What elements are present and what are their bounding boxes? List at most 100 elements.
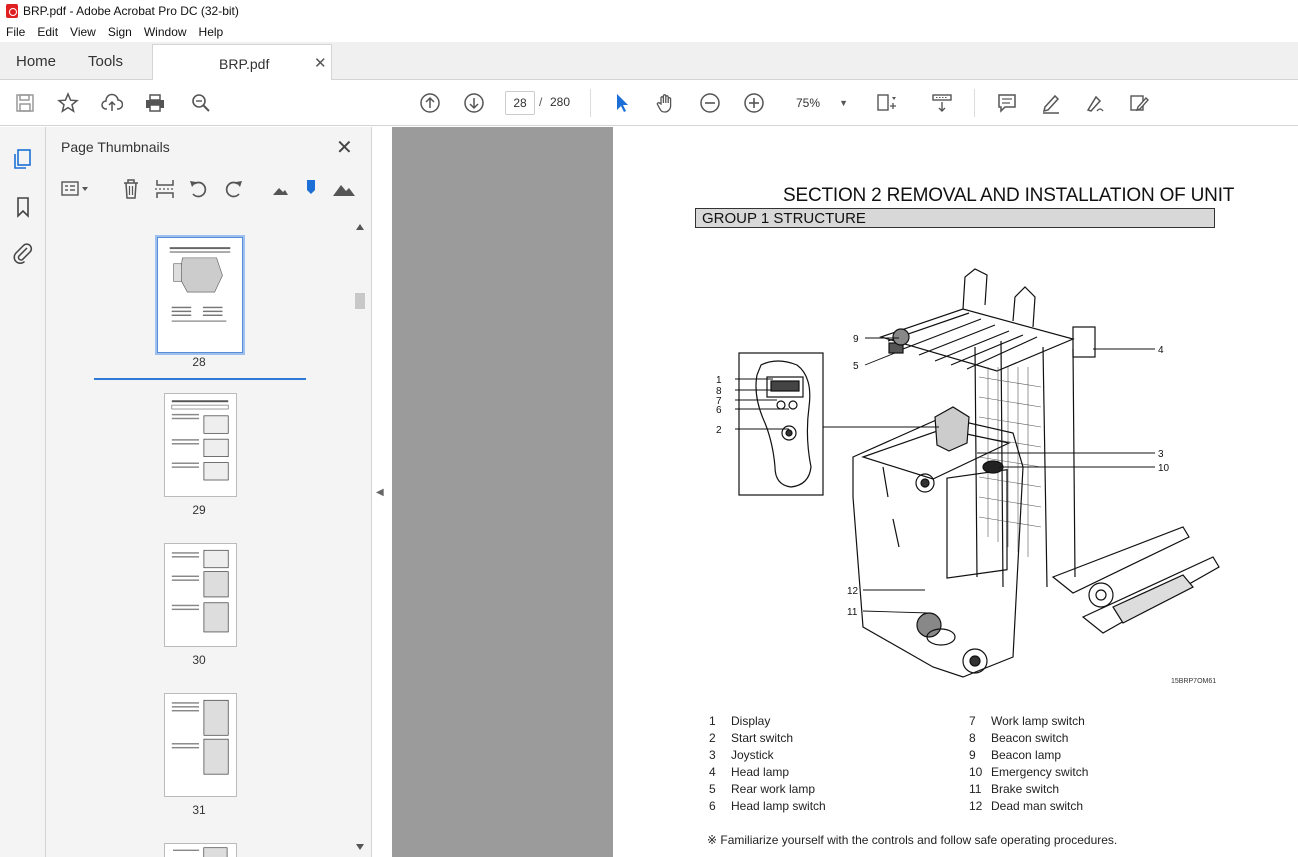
acrobat-icon: [6, 4, 18, 18]
toolbar-divider: [974, 89, 975, 117]
navigation-rail: [0, 127, 46, 857]
thumbnail-size-large-icon[interactable]: [332, 177, 356, 201]
bookmarks-icon[interactable]: [11, 195, 35, 219]
scroll-up-icon: [356, 224, 364, 230]
thumbnail-image: [164, 543, 237, 647]
edit-stamp-icon[interactable]: [1127, 91, 1151, 115]
next-page-icon[interactable]: [462, 91, 486, 115]
zoom-level-value: 75%: [796, 96, 821, 110]
callout-label: 2: [716, 425, 722, 436]
thumbnail-scrollbar[interactable]: [351, 219, 367, 857]
page-separator: /: [539, 95, 543, 109]
rotate-clockwise-icon[interactable]: [221, 177, 245, 201]
zoom-out-icon[interactable]: [698, 91, 722, 115]
menu-file[interactable]: File: [6, 25, 26, 39]
callout-label: 6: [716, 405, 722, 416]
page-number-input[interactable]: 28: [505, 91, 535, 115]
callout-label: 12: [847, 586, 859, 597]
callout-label: 7: [716, 396, 722, 407]
previous-page-icon[interactable]: [418, 91, 442, 115]
safety-note: ※ Familiarize yourself with the controls…: [707, 833, 1118, 847]
hand-tool-icon[interactable]: [654, 91, 678, 115]
current-page-indicator: [94, 378, 306, 380]
menu-help[interactable]: Help: [198, 25, 224, 39]
tab-document-label: BRP.pdf: [219, 56, 270, 72]
menu-window[interactable]: Window: [143, 25, 187, 39]
zoom-search-icon[interactable]: [189, 91, 213, 115]
extract-pages-icon[interactable]: [153, 177, 177, 201]
document-view[interactable]: SECTION 2 REMOVAL AND INSTALLATION OF UN…: [392, 127, 1298, 857]
toolbar-divider: [590, 89, 591, 117]
attachments-icon[interactable]: [11, 241, 35, 265]
figure-code: 15BRP7OM61: [1171, 678, 1217, 685]
thumbnail-page-number: 29: [192, 503, 206, 517]
thumbnail-page-number: 28: [192, 355, 206, 369]
group-title-bar: GROUP 1 STRUCTURE: [695, 208, 1215, 228]
select-cursor-icon[interactable]: [610, 91, 634, 115]
panel-title: Page Thumbnails: [61, 139, 170, 155]
close-panel-icon[interactable]: ✕: [336, 137, 353, 159]
fit-page-icon[interactable]: [874, 91, 898, 115]
thumbnail-toolbar: [56, 175, 366, 203]
section-title: SECTION 2 REMOVAL AND INSTALLATION OF UN…: [783, 185, 1235, 206]
delete-page-icon[interactable]: [119, 177, 143, 201]
bookmark-star-icon[interactable]: [56, 91, 80, 115]
callout-label: 10: [1158, 463, 1170, 474]
pdf-page: SECTION 2 REMOVAL AND INSTALLATION OF UN…: [613, 127, 1298, 857]
thumbnail-image: [164, 843, 237, 857]
page-thumbnails-icon[interactable]: [11, 147, 35, 171]
print-icon[interactable]: [143, 91, 167, 115]
sign-pen-icon[interactable]: [1083, 91, 1107, 115]
thumbnail-image: [157, 237, 243, 353]
thumbnail-page-number: 31: [192, 803, 206, 817]
callout-label: 8: [716, 386, 722, 397]
thumbnail-size-slider-icon[interactable]: [299, 177, 323, 201]
zoom-level-select[interactable]: 75% ▼: [788, 91, 854, 115]
thumbnail-size-small-icon[interactable]: [268, 177, 292, 201]
thumbnail-image: [164, 693, 237, 797]
upload-cloud-icon[interactable]: [100, 91, 124, 115]
close-tab-icon[interactable]: ✕: [314, 55, 327, 72]
group-title: GROUP 1 STRUCTURE: [702, 210, 866, 227]
menu-edit[interactable]: Edit: [37, 25, 59, 39]
menu-sign[interactable]: Sign: [107, 25, 132, 39]
thumbnail-list: 28 29: [46, 219, 352, 857]
rotate-counterclockwise-icon[interactable]: [187, 177, 211, 201]
tab-bar: Home Tools BRP.pdf ✕: [0, 42, 1298, 81]
save-icon[interactable]: [13, 91, 37, 115]
window-title: BRP.pdf - Adobe Acrobat Pro DC (32-bit): [23, 4, 239, 18]
highlight-pen-icon[interactable]: [1039, 91, 1063, 115]
page-total: 280: [550, 95, 571, 109]
title-bar: BRP.pdf - Adobe Acrobat Pro DC (32-bit): [0, 0, 1298, 22]
comment-icon[interactable]: [995, 91, 1019, 115]
callout-label: 4: [1158, 345, 1164, 356]
tab-tools[interactable]: Tools: [88, 53, 124, 70]
zoom-in-icon[interactable]: [742, 91, 766, 115]
scroll-mode-icon[interactable]: [930, 91, 954, 115]
chevron-down-icon: ▼: [839, 98, 848, 108]
thumbnail-page-number: 30: [192, 653, 206, 667]
callout-label: 1: [716, 375, 722, 386]
callout-label: 5: [853, 361, 859, 372]
tab-home[interactable]: Home: [16, 53, 57, 70]
forklift-structure-figure: 1 8 7 6 2 9 5 4 3 10 12 11: [716, 268, 1220, 678]
tab-document[interactable]: BRP.pdf ✕: [152, 44, 332, 81]
thumbnails-panel: Page Thumbnails ✕: [46, 127, 372, 857]
thumbnail-options-icon[interactable]: [60, 177, 92, 201]
scrollbar-thumb[interactable]: [355, 293, 365, 309]
thumbnail-image: [164, 393, 237, 497]
callout-label: 9: [853, 334, 859, 345]
menu-view[interactable]: View: [70, 25, 96, 39]
collapse-panel-icon[interactable]: ◀: [376, 487, 384, 498]
